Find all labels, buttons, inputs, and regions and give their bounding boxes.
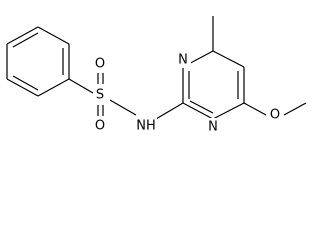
bond bbox=[212, 50, 245, 68]
double-bond-inner bbox=[189, 100, 214, 114]
pyrimidine-ring bbox=[182, 50, 245, 120]
sulfur-label: S bbox=[96, 88, 104, 103]
bond bbox=[37, 78, 70, 97]
ring-nitrogen-bottom-label: N bbox=[208, 120, 218, 135]
oxygen-top-label: O bbox=[95, 57, 105, 72]
bond bbox=[182, 102, 214, 120]
bond bbox=[6, 26, 39, 45]
bond-ring-to-oxygen bbox=[243, 102, 267, 116]
benzene-ring bbox=[6, 26, 70, 97]
bond-sulfur-to-amine bbox=[109, 99, 137, 116]
amine-label: NH bbox=[136, 119, 156, 134]
double-bond-inner bbox=[12, 32, 39, 48]
bond-amine-to-ring bbox=[155, 102, 184, 120]
methoxy-oxygen-label: O bbox=[270, 108, 280, 123]
chemical-structure-diagram: S O O NH N N O bbox=[6, 16, 307, 135]
bond bbox=[37, 26, 70, 45]
bond-oxygen-to-methyl bbox=[283, 102, 307, 116]
sulfonyl-group bbox=[68, 73, 184, 120]
double-bond-inner bbox=[12, 75, 39, 91]
ring-nitrogen-top-label: N bbox=[178, 53, 188, 68]
bond-ring-to-sulfur bbox=[68, 78, 94, 94]
bond bbox=[212, 102, 245, 120]
oxygen-bottom-label: O bbox=[95, 119, 105, 134]
methoxy-group bbox=[243, 102, 307, 116]
bond bbox=[6, 78, 39, 97]
